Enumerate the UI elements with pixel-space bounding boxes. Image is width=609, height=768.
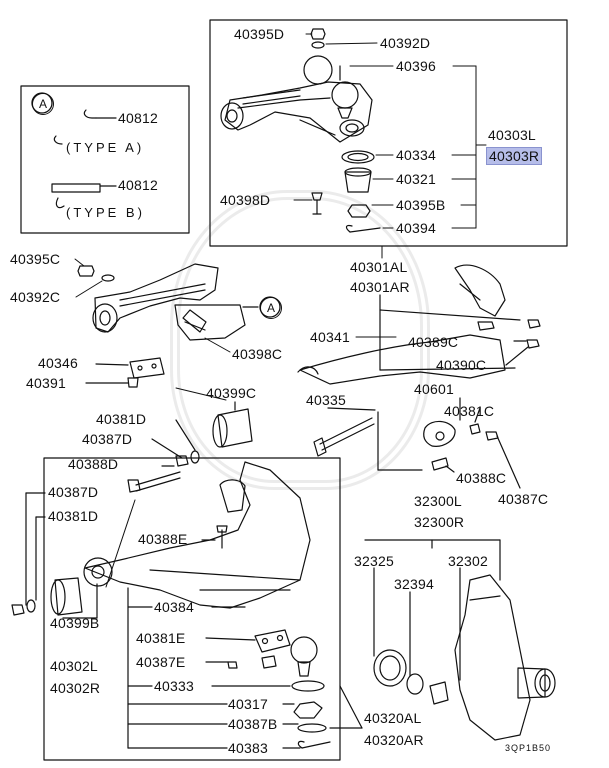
upper-arm-left-drawing: [77, 263, 281, 341]
callout-40302l: 40302L: [50, 658, 98, 674]
callout-40387d-a: 40387D: [82, 431, 133, 447]
callout-40320al: 40320AL: [364, 710, 422, 726]
inset-frame: [20, 85, 190, 234]
callout-40387e: 40387E: [136, 654, 186, 670]
callout-40321: 40321: [396, 171, 436, 187]
callout-40381d-b: 40381D: [48, 508, 99, 524]
callout-40395d: 40395D: [234, 26, 285, 42]
callout-40381e: 40381E: [136, 630, 186, 646]
callout-40392c: 40392C: [10, 289, 61, 305]
upper-arm-assy-frame: [209, 19, 568, 247]
knuckle-drawing: [364, 539, 556, 741]
callout-32325: 32325: [354, 553, 394, 569]
callout-40383: 40383: [228, 740, 268, 756]
callout-40346: 40346: [38, 355, 78, 371]
callout-40399c: 40399C: [206, 385, 257, 401]
lower-arm-assy-frame: [43, 457, 341, 761]
callout-40392d: 40392D: [380, 35, 431, 51]
callout-40395b: 40395B: [396, 197, 446, 213]
misc-leaders: [105, 336, 397, 588]
callout-40384: 40384: [154, 599, 194, 615]
callout-40398d: 40398D: [220, 192, 271, 208]
callout-40387c: 40387C: [498, 491, 549, 507]
marker-a-inset: A: [32, 93, 54, 115]
callout-40389c: 40389C: [408, 334, 459, 350]
callout-40381d-a: 40381D: [96, 411, 147, 427]
callout-40301al: 40301AL: [350, 259, 408, 275]
diagram-code: 3QP1B50: [505, 743, 552, 753]
callout-32300r: 32300R: [414, 514, 465, 530]
callout-40341: 40341: [310, 329, 350, 345]
callout-40395c: 40395C: [10, 251, 61, 267]
callout-40396: 40396: [396, 58, 436, 74]
callout-40334: 40334: [396, 147, 436, 163]
callout-40391: 40391: [26, 375, 66, 391]
callout-40390c: 40390C: [436, 357, 487, 373]
callout-40388c: 40388C: [456, 470, 507, 486]
left-leaders: [74, 258, 231, 353]
callout-32302: 32302: [448, 553, 488, 569]
callout-40320ar: 40320AR: [364, 732, 424, 748]
type-a-label: (TYPE A): [66, 140, 145, 155]
callout-40302r: 40302R: [50, 680, 101, 696]
callout-40303l: 40303L: [488, 127, 536, 143]
marker-a-diagram: A: [260, 297, 282, 319]
callout-40399b: 40399B: [50, 615, 100, 631]
crossmember-drawing: [297, 264, 541, 385]
ball-joint-drawing: [127, 587, 363, 749]
callout-32394: 32394: [394, 576, 434, 592]
callout-40812-b: 40812: [118, 177, 158, 193]
callout-40333: 40333: [154, 678, 194, 694]
callout-40394: 40394: [396, 220, 436, 236]
upper-leaders: [293, 33, 487, 259]
callout-40601: 40601: [414, 381, 454, 397]
plate-40346: [85, 357, 165, 388]
callout-40387b: 40387B: [228, 716, 278, 732]
callout-40381c: 40381C: [444, 403, 495, 419]
bushing-40399c: [212, 401, 253, 448]
bolt-40335: [313, 397, 521, 489]
callout-40387d-b: 40387D: [48, 484, 99, 500]
upper-arm-drawing: [220, 28, 381, 233]
callout-40317: 40317: [228, 696, 268, 712]
left-fasteners: [11, 419, 200, 616]
callout-40301ar: 40301AR: [350, 279, 410, 295]
callout-40398c: 40398C: [232, 346, 283, 362]
watermark: [170, 190, 430, 490]
callout-40388e: 40388E: [138, 531, 188, 547]
type-b-label: (TYPE B): [66, 205, 145, 220]
callout-40335: 40335: [306, 392, 346, 408]
callout-40303r: 40303R: [486, 147, 543, 165]
callout-40388d: 40388D: [68, 456, 119, 472]
callout-40812-a: 40812: [118, 110, 158, 126]
callout-32300l: 32300L: [414, 493, 462, 509]
lower-arm-drawing: [50, 461, 311, 619]
